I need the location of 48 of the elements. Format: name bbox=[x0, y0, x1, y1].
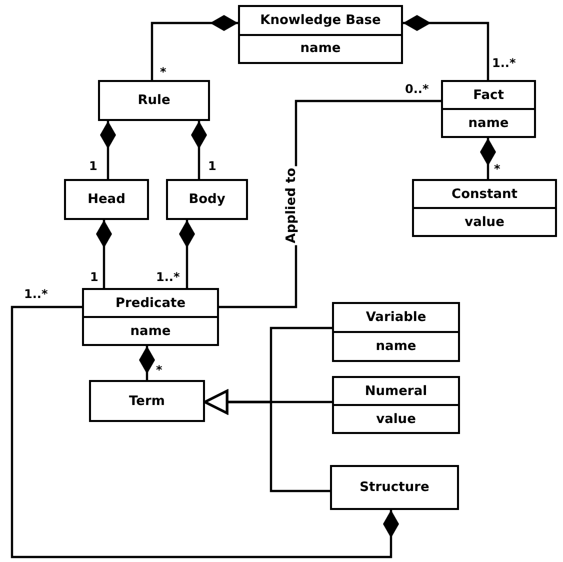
composition-line bbox=[100, 121, 116, 179]
class-name: Fact bbox=[472, 86, 505, 104]
class-name: Term bbox=[128, 392, 166, 410]
class-box bbox=[332, 302, 460, 362]
class-box bbox=[441, 80, 536, 138]
class-name: Numeral bbox=[364, 382, 428, 400]
class-box bbox=[330, 465, 459, 510]
composition-line bbox=[96, 220, 112, 288]
class-name: Head bbox=[86, 191, 126, 209]
attribute-name: name bbox=[240, 34, 401, 62]
class-name: Predicate bbox=[114, 294, 187, 312]
multiplicity: 1 bbox=[90, 271, 98, 283]
multiplicity: 1 bbox=[89, 160, 98, 172]
composition-line bbox=[179, 220, 195, 288]
multiplicity: * bbox=[494, 163, 500, 175]
class-name: Knowledge Base bbox=[259, 12, 382, 30]
multiplicity: 1..* bbox=[492, 57, 516, 69]
attribute-name: value bbox=[414, 207, 555, 235]
multiplicity: 1..* bbox=[24, 288, 48, 300]
multiplicity: 1..* bbox=[156, 271, 180, 283]
class-box bbox=[238, 5, 403, 64]
class-box bbox=[98, 80, 210, 121]
class-box bbox=[82, 288, 219, 346]
class-box bbox=[332, 376, 460, 434]
class-box bbox=[89, 380, 205, 422]
class-box bbox=[166, 179, 248, 220]
class-name: Body bbox=[188, 191, 226, 209]
composition-line bbox=[191, 121, 207, 179]
class-box bbox=[64, 179, 149, 220]
composition-line bbox=[10, 306, 399, 558]
attribute-name: name bbox=[334, 331, 458, 360]
multiplicity: 0..* bbox=[405, 83, 429, 95]
class-name: Rule bbox=[136, 92, 172, 110]
composition-line bbox=[150, 15, 238, 80]
generalization-arrow bbox=[204, 390, 330, 492]
multiplicity: * bbox=[160, 66, 166, 78]
composition-line bbox=[403, 15, 490, 80]
class-box bbox=[412, 179, 557, 237]
multiplicity: 1 bbox=[208, 160, 216, 172]
attribute-name: name bbox=[443, 108, 534, 136]
composition-line bbox=[139, 346, 155, 380]
attribute-name: value bbox=[334, 404, 458, 432]
class-name: Variable bbox=[364, 309, 428, 327]
edge-label: Applied to bbox=[284, 166, 300, 246]
multiplicity: * bbox=[156, 364, 162, 376]
attribute-name: name bbox=[84, 316, 217, 344]
class-name: Structure bbox=[358, 479, 430, 497]
class-name: Constant bbox=[450, 186, 518, 204]
